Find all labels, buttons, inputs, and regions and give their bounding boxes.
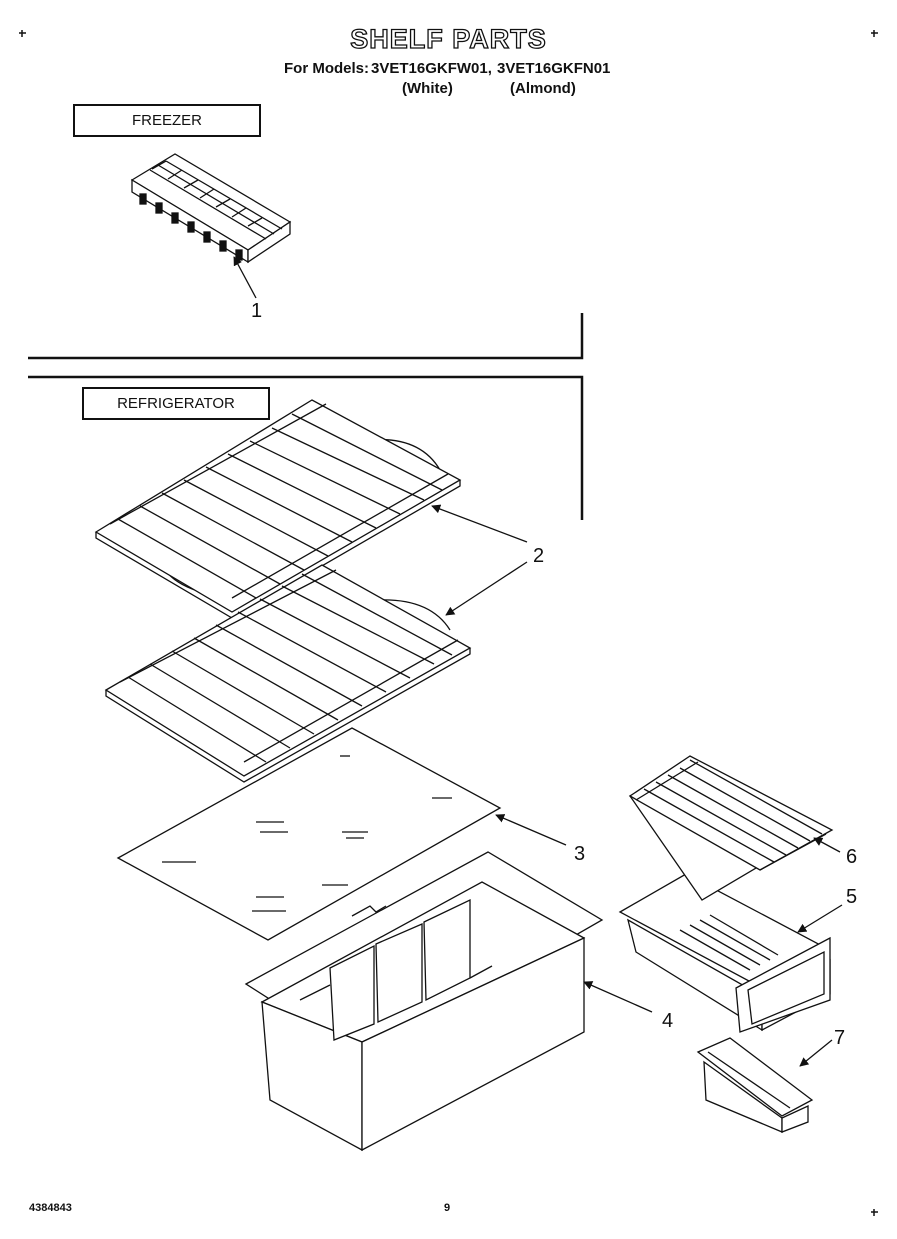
callout-2: 2 (533, 545, 545, 567)
leader-line-7 (799, 1039, 833, 1067)
callout-7: 7 (834, 1027, 846, 1049)
callout-3: 3 (574, 843, 586, 865)
section-dividers (28, 313, 584, 520)
leader-line-4 (583, 981, 653, 1013)
leader-line-2-upper (431, 504, 528, 543)
glass-crisper-cover (116, 727, 502, 941)
models-label: For Models: (284, 60, 369, 77)
refrigerator-section-label: REFRIGERATOR (82, 387, 270, 420)
meat-drawer (618, 873, 831, 1033)
crisper-drawer (244, 851, 604, 1152)
page-number: 9 (444, 1202, 451, 1214)
leader-line-2-lower (445, 561, 528, 616)
small-wire-shelf (628, 755, 834, 901)
model-number-almond: 3VET16GKFN01 (497, 60, 611, 77)
variant-white: (White) (402, 80, 453, 97)
leader-line-5 (797, 904, 843, 933)
leader-line-3 (495, 814, 567, 846)
variant-almond: (Almond) (510, 80, 576, 97)
callout-1: 1 (251, 300, 263, 322)
page-title: SHELF PARTS (350, 23, 547, 54)
small-bin (696, 1037, 814, 1133)
leader-line-6 (813, 837, 841, 853)
wire-shelf-upper (94, 399, 462, 619)
callout-4: 4 (662, 1010, 674, 1032)
freezer-section-label: FREEZER (73, 104, 261, 137)
corner-marks (19, 30, 878, 1216)
document-number: 4384843 (29, 1202, 72, 1214)
callout-5: 5 (846, 886, 858, 908)
leader-line-1 (233, 256, 257, 299)
model-number-white: 3VET16GKFW01, (371, 60, 492, 77)
callout-6: 6 (846, 846, 858, 868)
ice-tray-part (130, 153, 292, 264)
wire-shelf-lower (104, 564, 472, 783)
